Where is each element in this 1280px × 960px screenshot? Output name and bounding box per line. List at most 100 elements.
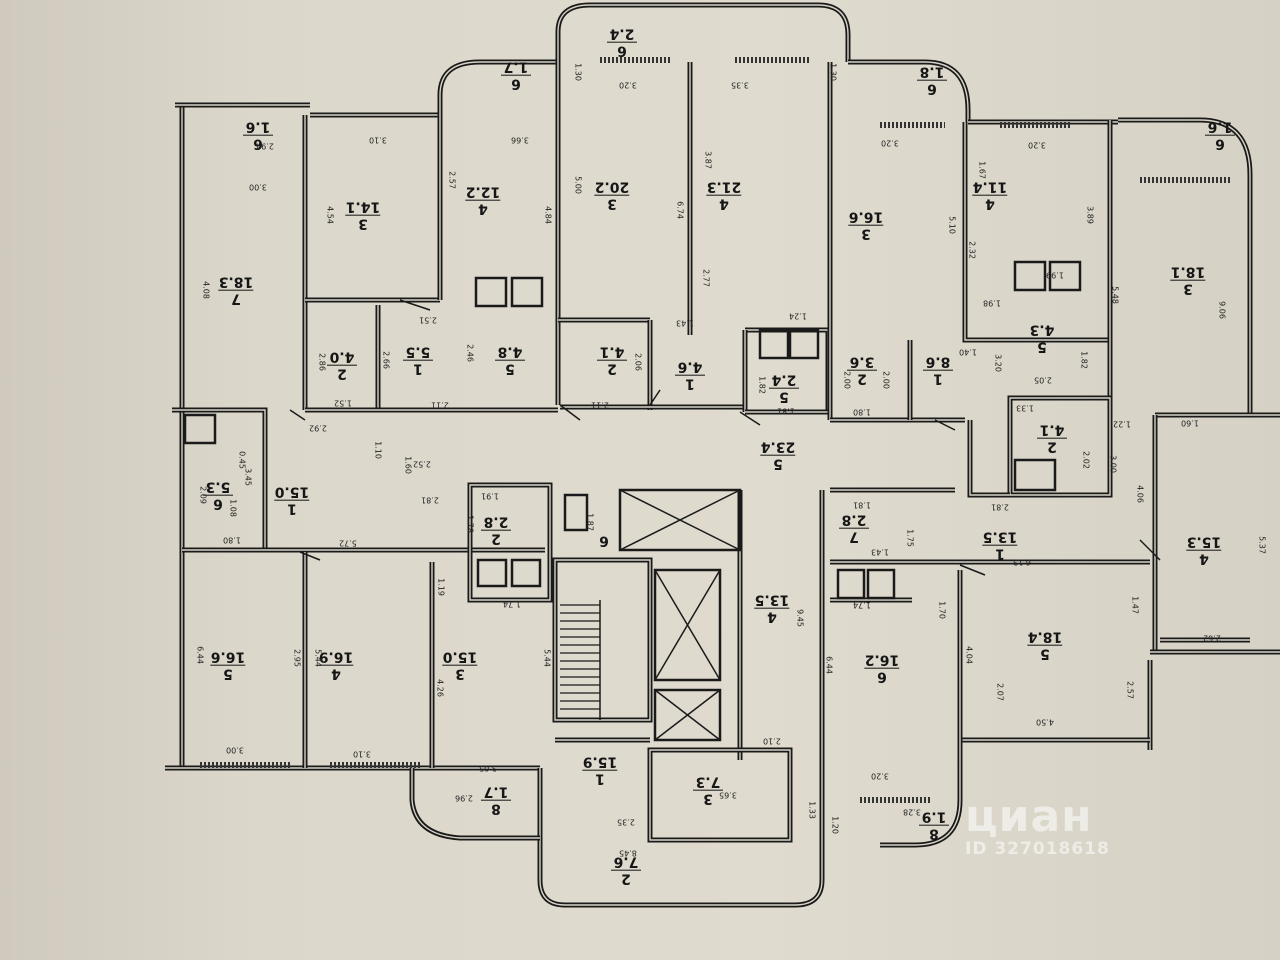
wall-inner-line bbox=[964, 122, 1110, 341]
dimension-label: 3.00 bbox=[1108, 455, 1118, 473]
room-area: 12.2 bbox=[465, 184, 501, 201]
room-area: 1.7 bbox=[481, 784, 511, 801]
room-area: 1.7 bbox=[501, 59, 531, 76]
wall-inner-line bbox=[554, 559, 651, 721]
dimension-label: 3.10 bbox=[353, 749, 371, 759]
door-leaf bbox=[934, 419, 956, 431]
wall bbox=[437, 59, 558, 115]
wall-inner-line bbox=[469, 484, 551, 601]
dimension-label: 3.87 bbox=[703, 151, 713, 169]
wall-inner-line bbox=[411, 768, 540, 839]
room-number: 3 bbox=[607, 195, 617, 212]
wall bbox=[409, 768, 540, 841]
dimension-label: 9.06 bbox=[1217, 301, 1227, 319]
room-number: 2 bbox=[621, 870, 631, 887]
room-number: 4 bbox=[331, 665, 341, 682]
dimension-label: 1.10 bbox=[373, 441, 383, 459]
room-number: 7 bbox=[849, 528, 859, 545]
dimension-label: 2.95 bbox=[292, 649, 302, 667]
dimension-label: 4.04 bbox=[964, 646, 974, 664]
elevator-cross bbox=[654, 569, 721, 681]
room-number: 8 bbox=[491, 800, 501, 817]
dimension-label: 1.40 bbox=[959, 347, 977, 357]
dimension-label: 2.35 bbox=[617, 817, 635, 827]
bathroom-fixture bbox=[836, 568, 866, 600]
door-leaf bbox=[739, 411, 761, 426]
dimension-label: 2.62 bbox=[1203, 633, 1221, 643]
dimension-label: 5.48 bbox=[1110, 286, 1120, 304]
dimension-label: 2.32 bbox=[967, 241, 977, 259]
dimension-label: 1.99 bbox=[1046, 270, 1064, 280]
dimension-label: 3.20 bbox=[993, 354, 1003, 372]
dimension-label: 1.80 bbox=[853, 407, 871, 417]
fixtures bbox=[183, 57, 1230, 803]
dimension-label: 1.60 bbox=[403, 456, 413, 474]
wall-inner-line bbox=[649, 749, 791, 841]
bathroom-fixture bbox=[788, 328, 820, 360]
dimension-label: 1.82 bbox=[1079, 351, 1089, 369]
room-number: 4 bbox=[1199, 550, 1209, 567]
room-number: 6 bbox=[927, 80, 937, 97]
room-area: 20.2 bbox=[594, 179, 630, 196]
dimension-label: 8.45 bbox=[619, 848, 637, 858]
room-area: 18.3 bbox=[218, 274, 254, 291]
room-number: 5 bbox=[1037, 338, 1047, 355]
bathroom-fixture bbox=[476, 558, 508, 588]
dimension-label: 4.54 bbox=[325, 206, 335, 224]
door-leaf bbox=[299, 551, 321, 561]
dimension-label: 1.70 bbox=[937, 601, 947, 619]
dimension-label: 5.10 bbox=[947, 216, 957, 234]
room-area: 15.3 bbox=[1186, 534, 1222, 551]
dimension-label: 1.30 bbox=[828, 63, 838, 81]
room-area: 1.6 bbox=[243, 119, 273, 136]
room-number: 2 bbox=[491, 530, 501, 547]
door-leaf bbox=[649, 389, 661, 406]
wall-inner-line bbox=[439, 61, 558, 115]
dimension-label: 1.74 bbox=[853, 600, 871, 610]
bathroom-fixture bbox=[1048, 260, 1082, 292]
room-number: 6 bbox=[1215, 135, 1225, 152]
dimension-label: 1.67 bbox=[977, 161, 987, 179]
dimension-label: 3.20 bbox=[871, 771, 889, 781]
dimension-label: 3.45 bbox=[243, 468, 253, 486]
dimension-label: 2.86 bbox=[317, 353, 327, 371]
dimension-label: 2.46 bbox=[465, 344, 475, 362]
dimension-label: 5.44 bbox=[313, 649, 323, 667]
door-leaf bbox=[559, 404, 581, 421]
dimension-label: 1.33 bbox=[1016, 403, 1034, 413]
dimension-label: 1.22 bbox=[1113, 419, 1131, 429]
dimension-label: 4.06 bbox=[1135, 485, 1145, 503]
dimension-label: 4.84 bbox=[543, 206, 553, 224]
dimension-label: 5.37 bbox=[1257, 536, 1267, 554]
dimension-label: 1.30 bbox=[573, 63, 583, 81]
wall-inner-line bbox=[969, 420, 1010, 496]
room-area: 4.8 bbox=[495, 344, 525, 361]
room-number: 1 bbox=[413, 360, 423, 377]
dimension-label: 1.87 bbox=[585, 513, 595, 531]
dimension-label: 1.52 bbox=[334, 398, 352, 408]
dimension-label: 0.45 bbox=[237, 451, 247, 469]
dimension-label: 3.28 bbox=[903, 807, 921, 817]
room-number: 5 bbox=[779, 388, 789, 405]
room-area: 14.1 bbox=[345, 199, 381, 216]
dimension-label: 2.10 bbox=[763, 736, 781, 746]
dimension-label: 2.00 bbox=[881, 371, 891, 389]
room-area: 4.3 bbox=[1027, 322, 1057, 339]
dimension-label: 2.52 bbox=[413, 459, 431, 469]
bathroom-fixture bbox=[866, 568, 896, 600]
